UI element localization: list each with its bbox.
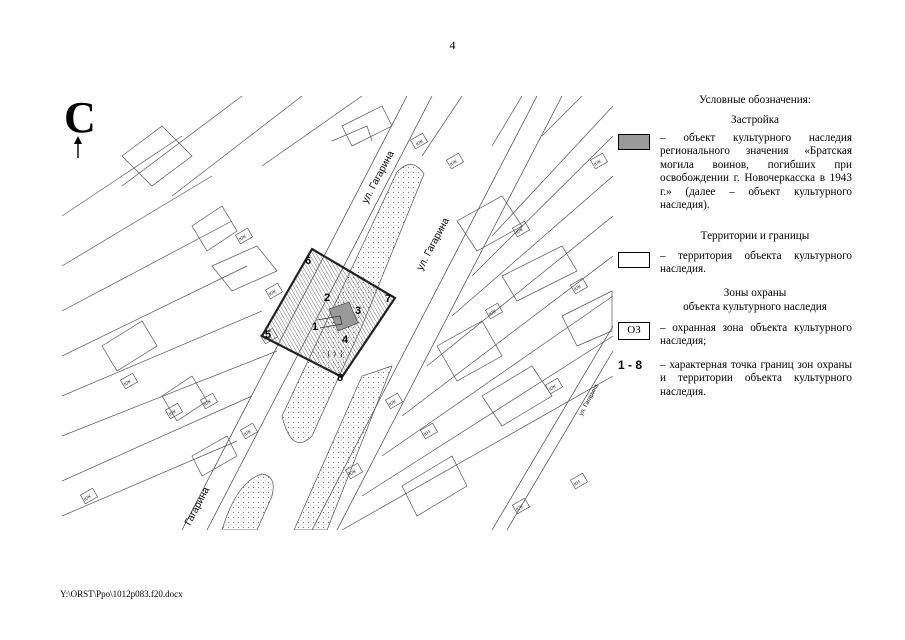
building-tag: КЖ <box>488 309 498 318</box>
protection-zone-polygon <box>260 247 397 379</box>
legend-section-buildings: Застройка <box>731 114 779 126</box>
points-swatch: 1 - 8 <box>618 358 643 372</box>
building-tag: КЖ <box>203 399 213 408</box>
point-label-3: 3 <box>355 305 361 317</box>
building-tag: КЖ <box>263 334 273 343</box>
heritage-object-shape <box>328 301 359 332</box>
building-tag: КЖ <box>548 384 558 393</box>
street-label-gagarina-2: ул. Гагарина <box>415 216 452 273</box>
building-tag: КЖ <box>593 159 603 168</box>
top-lots <box>121 96 583 197</box>
building-tag: КЖ <box>449 159 459 168</box>
legend-section-territories: Территории и границы <box>700 230 810 242</box>
building-tag: КЖ <box>415 139 425 148</box>
point-label-8: 8 <box>337 372 343 384</box>
building-tag: КЖ <box>238 234 248 243</box>
oz-swatch: ОЗ <box>618 322 650 340</box>
boulevard-bottom <box>221 473 274 530</box>
point-label-4: 4 <box>342 334 349 346</box>
north-letter: С <box>64 93 96 142</box>
north-arrow: С <box>64 93 96 160</box>
building-tag: КЖ <box>268 289 278 298</box>
building-tag: КЖ <box>515 504 525 513</box>
building-tag: КЖ <box>348 469 358 478</box>
map-svg: 1 2 3 4 5 6 7 8 ОЗ ул. Гагарина ул. Гага… <box>62 96 613 530</box>
right-lots <box>341 105 613 530</box>
side-street-line <box>491 325 613 530</box>
arrow-up-icon <box>74 136 82 158</box>
building-tag: КЖ <box>83 494 93 503</box>
territory-swatch <box>618 252 650 268</box>
legend-section-zones-1: Зоны охраны <box>723 287 787 299</box>
building-tag: КЖ <box>515 227 525 236</box>
point-label-7: 7 <box>385 293 391 305</box>
point-label-1: 1 <box>312 321 318 333</box>
footer-file-path: Y:\ORST\Ppo\1012p083.f20.docx <box>60 589 183 599</box>
left-lots <box>62 125 284 517</box>
page-number: 4 <box>449 38 456 52</box>
building-tag: КН <box>573 479 582 488</box>
building-tag: КЖ <box>243 429 253 438</box>
point-label-6: 6 <box>305 255 311 267</box>
legend-text-territory: – территория объекта культурного наследи… <box>660 250 852 276</box>
street-label-side: ул. Гагарина <box>578 383 600 417</box>
building-tag: КЖ <box>123 379 133 388</box>
point-label-5: 5 <box>265 329 271 341</box>
boulevard-lower <box>293 365 393 530</box>
street-line-right-outer <box>336 96 563 530</box>
legend-heading: Условные обозначения: <box>699 94 811 106</box>
zone-label-oz: ОЗ <box>327 346 343 361</box>
side-street-line-2 <box>506 350 613 530</box>
heritage-object-swatch <box>618 134 650 150</box>
cadastral-map: 1 2 3 4 5 6 7 8 ОЗ ул. Гагарина ул. Гага… <box>62 96 613 530</box>
building-tag: КЖ <box>388 399 398 408</box>
legend-section-zones-2: объекта культурного наследия <box>683 301 827 313</box>
legend-text-oz: – охранная зона объекта культурного насл… <box>660 322 852 348</box>
building-tag: КЖ <box>573 284 583 293</box>
point-label-2: 2 <box>324 292 330 304</box>
building-tag: КЖ <box>168 409 178 418</box>
street-label-gagarina-3: Гагарина <box>183 485 212 527</box>
building-tag: КН <box>423 429 432 438</box>
legend-text-points: – характерная точка границ зон охраны и … <box>660 359 852 398</box>
legend-text-heritage: – объект культурного наследия региональн… <box>660 132 852 212</box>
